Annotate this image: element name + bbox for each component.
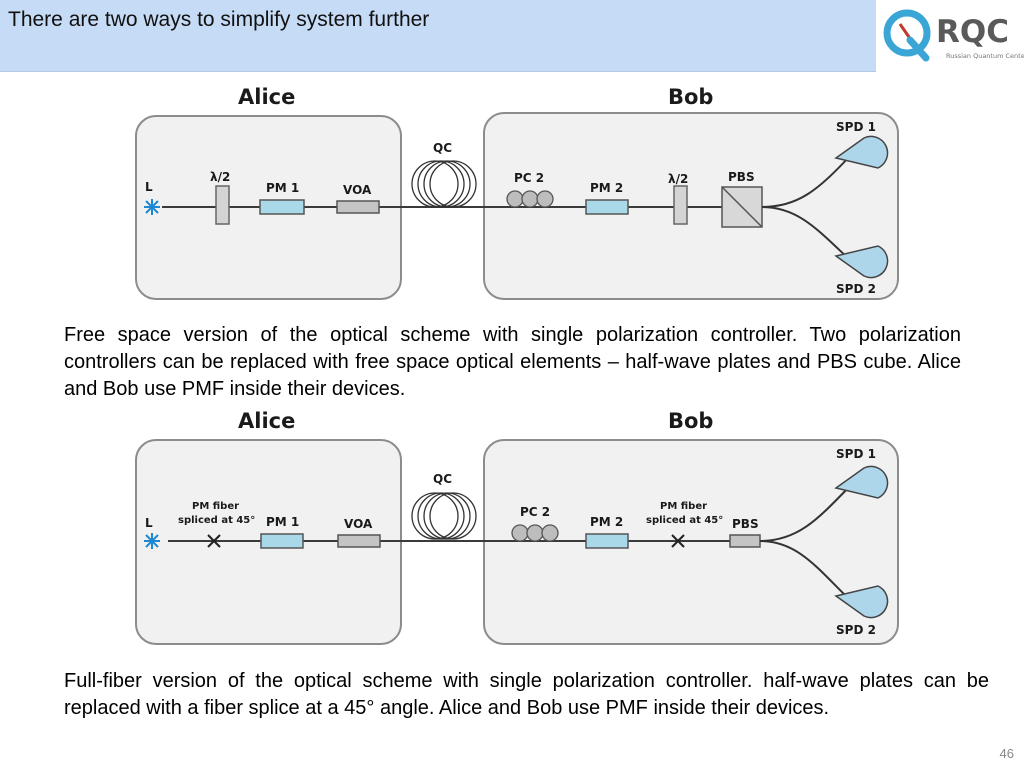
- quantum-channel-fiber-spool-2: [411, 492, 477, 540]
- full-fiber-caption: Full-fiber version of the optical scheme…: [64, 670, 989, 719]
- pbs-label-2: PBS: [732, 517, 759, 531]
- bob-heading-2: Bob: [668, 409, 713, 433]
- pm1-label-2: PM 1: [266, 515, 299, 529]
- polarization-controller-2: [506, 190, 554, 208]
- single-photon-detector-1-2: [834, 465, 889, 499]
- output-fiber-spd2: [761, 206, 851, 261]
- logo-tagline: Russian Quantum Center: [946, 52, 1024, 60]
- voa-label: VOA: [343, 183, 372, 197]
- alice-heading-2: Alice: [238, 409, 295, 433]
- rqc-logo-icon: RQC Russian Quantum Center: [883, 9, 1024, 62]
- logo-ring: [883, 9, 931, 57]
- half-wave-plate-bob-label: λ/2: [668, 172, 688, 186]
- phase-modulator-2-2: [585, 533, 629, 549]
- output-fiber-spd2-2: [759, 540, 851, 601]
- page-number: 46: [999, 746, 1014, 761]
- splice-alice-label-line1: PM fiber: [192, 501, 239, 512]
- polarizing-beam-splitter-cube: [721, 186, 763, 228]
- spd1-label-2: SPD 1: [836, 447, 876, 461]
- output-fiber-spd1-2: [759, 485, 851, 542]
- full-fiber-scheme-diagram: Alice Bob L PM fiber spliced at 45° PM 1…: [128, 404, 908, 652]
- variable-optical-attenuator-2: [337, 534, 381, 548]
- output-fiber-spd1: [761, 155, 851, 208]
- pbs-label: PBS: [728, 170, 755, 184]
- slide-title: There are two ways to simplify system fu…: [8, 8, 430, 31]
- polarization-controller-2-b: [511, 524, 559, 542]
- pm2-label-2: PM 2: [590, 515, 623, 529]
- spd1-label: SPD 1: [836, 120, 876, 134]
- pc2-label-2: PC 2: [520, 505, 550, 519]
- splice-bob-label-line1: PM fiber: [660, 501, 707, 512]
- pm1-label: PM 1: [266, 181, 299, 195]
- pc2-label: PC 2: [514, 171, 544, 185]
- single-photon-detector-2-2: [834, 585, 889, 619]
- half-wave-plate-bob: [673, 185, 688, 225]
- half-wave-plate-alice: [215, 185, 230, 225]
- laser-label: L: [145, 180, 153, 194]
- spd2-label: SPD 2: [836, 282, 876, 296]
- free-space-caption: Free space version of the optical scheme…: [64, 324, 961, 400]
- fiber-splice-alice-icon: [207, 534, 221, 548]
- logo-tail: [906, 36, 930, 62]
- quantum-channel-label-2: QC: [433, 472, 452, 486]
- voa-label-2: VOA: [344, 517, 373, 531]
- laser-icon-2: [144, 533, 160, 549]
- title-bar: There are two ways to simplify system fu…: [0, 0, 876, 72]
- quantum-channel-fiber-spool: [411, 160, 477, 208]
- bob-heading: Bob: [668, 85, 713, 109]
- splice-bob-label-line2: spliced at 45°: [646, 515, 723, 526]
- half-wave-plate-alice-label: λ/2: [210, 170, 230, 184]
- splice-alice-label-line2: spliced at 45°: [178, 515, 255, 526]
- spd2-label-2: SPD 2: [836, 623, 876, 637]
- free-space-scheme-diagram: Alice Bob L λ/2 PM 1 VOA QC: [128, 80, 908, 312]
- laser-icon: [144, 199, 160, 215]
- phase-modulator-2: [585, 199, 629, 215]
- phase-modulator-1: [259, 199, 305, 215]
- single-photon-detector-1: [834, 135, 889, 169]
- alice-heading: Alice: [238, 85, 295, 109]
- quantum-channel-label: QC: [433, 141, 452, 155]
- logo-wordmark: RQC: [936, 14, 1009, 50]
- fiber-polarizing-beam-splitter: [729, 534, 761, 548]
- variable-optical-attenuator: [336, 200, 380, 214]
- rqc-logo: RQC Russian Quantum Center: [880, 0, 1024, 71]
- single-photon-detector-2: [834, 245, 889, 279]
- fiber-splice-bob-icon: [671, 534, 685, 548]
- phase-modulator-1-2: [260, 533, 304, 549]
- laser-label-2: L: [145, 516, 153, 530]
- pm2-label: PM 2: [590, 181, 623, 195]
